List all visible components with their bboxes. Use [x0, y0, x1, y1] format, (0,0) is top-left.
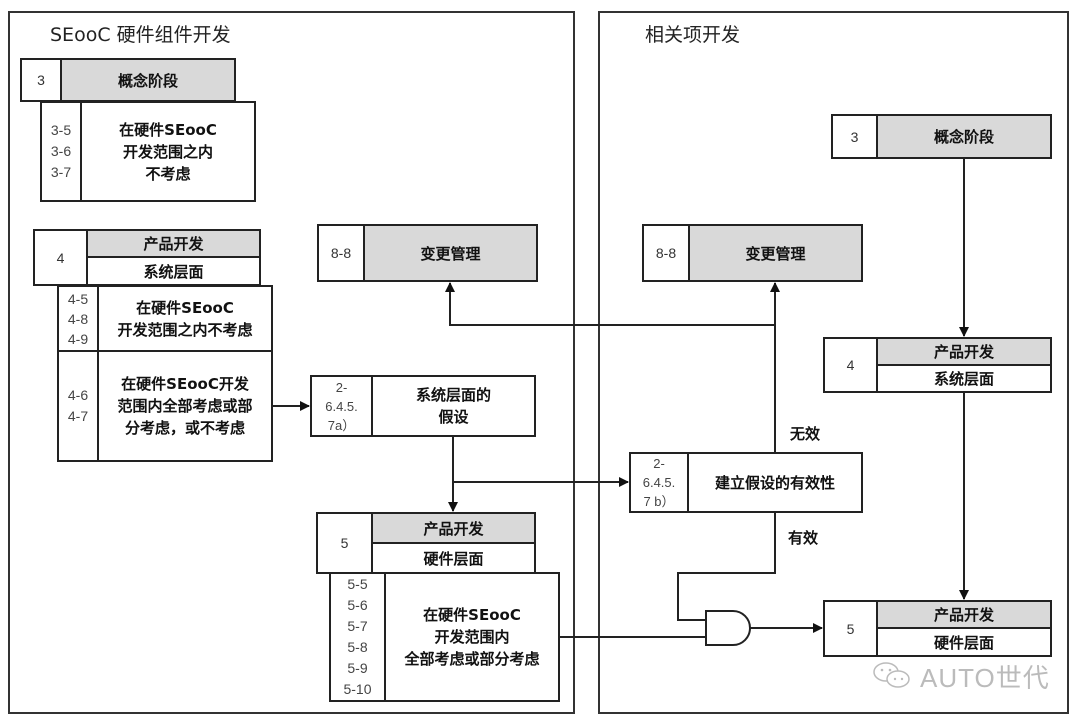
left-hw-label: 产品开发 — [423, 519, 484, 538]
validity-box: 建立假设的有效性 — [687, 452, 863, 513]
right-change-num: 8-8 — [655, 245, 677, 261]
right-concept-phase-box: 概念阶段 — [876, 114, 1052, 159]
right-hw-label: 产品开发 — [933, 606, 994, 624]
left-hw-refs-cell: 5-5 5-6 5-7 5-8 5-9 5-10 — [329, 572, 386, 702]
right-concept-num: 3 — [850, 128, 859, 145]
left-system-row1-note-box: 在硬件SEooC 开发范围之内不考虑 — [97, 285, 273, 352]
left-system-sub: 系统层面 — [143, 262, 204, 281]
left-hw-sub-box: 硬件层面 — [371, 542, 536, 574]
left-concept-refs: 3-5 3-6 3-7 — [50, 122, 72, 180]
left-hw-num-cell: 5 — [316, 512, 373, 574]
wechat-icon — [872, 660, 912, 690]
right-change-label: 变更管理 — [745, 244, 806, 263]
left-system-row2-note-box: 在硬件SEooC开发 范围内全部考虑或部 分考虑，或不考虑 — [97, 350, 273, 462]
right-system-num: 4 — [846, 357, 855, 373]
left-concept-num: 3 — [37, 72, 45, 88]
left-hw-header-box: 产品开发 — [371, 512, 536, 544]
left-hw-note-box: 在硬件SEooC 开发范围内 全部考虑或部分考虑 — [384, 572, 560, 702]
left-concept-num-cell: 3 — [20, 58, 62, 102]
right-concept-label: 概念阶段 — [933, 128, 994, 146]
assumption-ref-cell: 2- 6.4.5. 7a） — [310, 375, 373, 437]
validity-ref: 2- 6.4.5. 7 b） — [642, 456, 676, 509]
right-change-num-cell: 8-8 — [642, 224, 690, 282]
left-hw-refs: 5-5 5-6 5-7 5-8 5-9 5-10 — [343, 576, 372, 697]
left-hw-sub: 硬件层面 — [423, 549, 484, 568]
validity-label: 建立假设的有效性 — [714, 473, 835, 492]
right-panel-title: 相关项开发 — [645, 24, 741, 46]
watermark-text: AUTO世代 — [920, 663, 1050, 693]
left-change-label: 变更管理 — [420, 244, 481, 263]
left-system-row1-note: 在硬件SEooC 开发范围之内不考虑 — [117, 298, 253, 339]
valid-label: 有效 — [788, 529, 819, 547]
left-concept-note-box: 在硬件SEooC 开发范围之内 不考虑 — [80, 101, 256, 202]
assumption-label: 系统层面的 假设 — [415, 386, 491, 426]
left-system-row2-note: 在硬件SEooC开发 范围内全部考虑或部 分考虑，或不考虑 — [117, 375, 253, 437]
left-system-label: 产品开发 — [143, 235, 204, 253]
validity-ref-cell: 2- 6.4.5. 7 b） — [629, 452, 689, 513]
right-system-num-cell: 4 — [823, 337, 878, 393]
right-hw-num-cell: 5 — [823, 600, 878, 657]
right-system-label: 产品开发 — [933, 343, 994, 361]
left-system-row1-refs-cell: 4-5 4-8 4-9 — [57, 285, 99, 352]
left-change-num-cell: 8-8 — [317, 224, 365, 282]
right-change-mgmt-box: 变更管理 — [688, 224, 863, 282]
left-system-row1-refs: 4-5 4-8 4-9 — [67, 290, 89, 347]
left-change-mgmt-box: 变更管理 — [363, 224, 538, 282]
left-concept-refs-cell: 3-5 3-6 3-7 — [40, 101, 82, 202]
left-change-num: 8-8 — [330, 245, 352, 261]
left-hw-num: 5 — [340, 535, 349, 551]
left-system-num: 4 — [56, 249, 65, 266]
right-hw-num: 5 — [846, 620, 855, 637]
right-system-header-box: 产品开发 — [876, 337, 1052, 366]
left-concept-note: 在硬件SEooC 开发范围之内 不考虑 — [119, 120, 217, 183]
right-hw-sub-box: 硬件层面 — [876, 627, 1052, 657]
invalid-label: 无效 — [790, 425, 821, 443]
assumption-box: 系统层面的 假设 — [371, 375, 536, 437]
right-concept-num-cell: 3 — [831, 114, 878, 159]
left-system-num-cell: 4 — [33, 229, 88, 286]
left-system-row2-refs: 4-6 4-7 — [67, 387, 89, 424]
left-system-row2-refs-cell: 4-6 4-7 — [57, 350, 99, 462]
left-panel-title: SEooC 硬件组件开发 — [50, 24, 231, 46]
left-hw-note: 在硬件SEooC 开发范围内 全部考虑或部分考虑 — [404, 606, 540, 668]
left-concept-phase-box: 概念阶段 — [60, 58, 236, 102]
right-system-sub: 系统层面 — [933, 370, 994, 388]
right-hw-sub: 硬件层面 — [933, 633, 994, 652]
left-concept-label: 概念阶段 — [117, 71, 178, 90]
left-system-header-box: 产品开发 — [86, 229, 261, 258]
right-hw-header-box: 产品开发 — [876, 600, 1052, 629]
right-system-sub-box: 系统层面 — [876, 364, 1052, 393]
assumption-ref: 2- 6.4.5. 7a） — [325, 379, 358, 433]
left-system-sub-box: 系统层面 — [86, 256, 261, 286]
